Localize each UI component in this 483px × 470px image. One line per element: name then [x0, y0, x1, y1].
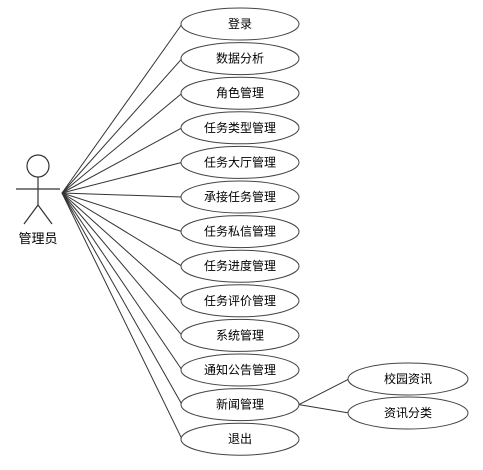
sub-use-case-news-category: 资讯分类 — [347, 396, 469, 430]
use-case-role-mgmt: 角色管理 — [180, 76, 300, 110]
sub-use-case-campus-news: 校园资讯 — [347, 362, 469, 396]
association-line — [61, 192, 183, 405]
use-case-system-mgmt: 系统管理 — [180, 318, 300, 352]
use-case-label: 任务大厅管理 — [204, 154, 276, 169]
use-case-task-progress-mgmt: 任务进度管理 — [180, 249, 300, 283]
use-case-ellipse — [180, 76, 300, 110]
use-case-label: 退出 — [228, 432, 252, 446]
use-case-ellipse — [180, 111, 300, 145]
use-case-list: 登录数据分析角色管理任务类型管理任务大厅管理承接任务管理任务私信管理任务进度管理… — [180, 7, 300, 456]
sub-use-case-label: 资讯分类 — [384, 406, 432, 420]
association-line — [61, 192, 183, 267]
use-case-ellipse — [180, 284, 300, 318]
association-line — [61, 23, 183, 194]
association-line — [61, 127, 183, 194]
association-lines — [61, 23, 350, 440]
association-line — [61, 192, 183, 440]
actor-head — [26, 154, 50, 178]
association-line — [61, 192, 183, 233]
use-case-notice-mgmt: 通知公告管理 — [180, 353, 300, 387]
use-case-data-analysis: 数据分析 — [180, 42, 300, 76]
association-line — [61, 161, 183, 194]
use-case-ellipse — [180, 7, 300, 41]
use-case-label: 新闻管理 — [216, 397, 264, 412]
use-case-task-message-mgmt: 任务私信管理 — [180, 215, 300, 249]
use-case-ellipse — [180, 180, 300, 214]
use-case-ellipse — [180, 318, 300, 352]
use-case-label: 任务私信管理 — [204, 224, 276, 239]
sub-use-case-label: 校园资讯 — [384, 371, 432, 386]
use-case-label: 承接任务管理 — [204, 189, 276, 204]
actor-left-leg — [23, 204, 39, 225]
use-case-login: 登录 — [180, 7, 300, 41]
use-case-ellipse — [180, 249, 300, 283]
use-case-label: 角色管理 — [216, 85, 264, 100]
sub-association-line — [298, 378, 350, 406]
association-line — [61, 192, 183, 302]
use-case-label: 系统管理 — [216, 327, 264, 342]
use-case-label: 数据分析 — [216, 51, 264, 66]
use-case-ellipse — [180, 388, 300, 422]
use-case-ellipse — [180, 215, 300, 249]
use-case-label: 登录 — [228, 16, 252, 31]
use-case-ellipse — [180, 145, 300, 179]
use-case-logout: 退出 — [180, 422, 300, 456]
use-case-label: 任务类型管理 — [204, 120, 276, 135]
use-case-task-hall-mgmt: 任务大厅管理 — [180, 145, 300, 179]
association-line — [61, 58, 183, 194]
use-case-news-mgmt: 新闻管理 — [180, 388, 300, 422]
use-case-task-accept-mgmt: 承接任务管理 — [180, 180, 300, 214]
actor-administrator: 管理员 — [16, 154, 60, 247]
association-line — [61, 192, 183, 336]
actor-right-leg — [37, 204, 53, 225]
sub-association-line — [298, 404, 350, 414]
use-case-label: 任务评价管理 — [204, 293, 276, 308]
use-case-label: 任务进度管理 — [204, 258, 276, 273]
actor-label: 管理员 — [18, 232, 57, 247]
use-case-ellipse — [180, 42, 300, 76]
sub-use-case-ellipse — [347, 362, 469, 396]
use-case-task-review-mgmt: 任务评价管理 — [180, 284, 300, 318]
association-line — [61, 92, 183, 194]
use-case-task-type-mgmt: 任务类型管理 — [180, 111, 300, 145]
sub-use-case-ellipse — [347, 396, 469, 430]
association-line — [61, 192, 183, 198]
use-case-ellipse — [180, 353, 300, 387]
association-line — [61, 192, 183, 371]
use-case-label: 通知公告管理 — [204, 362, 276, 377]
use-case-ellipse — [180, 422, 300, 456]
